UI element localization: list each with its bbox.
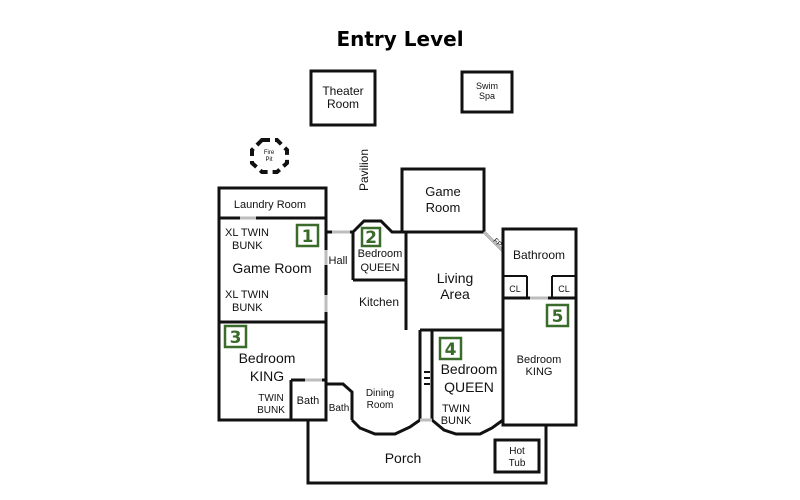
bedroom-number-3: 3 bbox=[230, 328, 242, 348]
bathroom-label: Bathroom bbox=[513, 248, 565, 262]
dining-label-line1: Dining bbox=[366, 388, 394, 399]
living-area-line1: Living bbox=[437, 270, 474, 286]
game-room-left-label: Game Room bbox=[232, 260, 311, 276]
bedroom-badge-4: 4 bbox=[438, 336, 463, 361]
bath-left-label: Bath bbox=[297, 395, 320, 407]
closet-right-label: CL bbox=[558, 284, 570, 294]
porch bbox=[306, 420, 548, 485]
xl-twin-bunk-2-line2: BUNK bbox=[232, 302, 263, 314]
bedroom-3-label-line1: Bedroom bbox=[239, 350, 296, 366]
porch-label: Porch bbox=[385, 450, 422, 466]
dining-label-line2: Room bbox=[367, 400, 394, 411]
fireplace-marker bbox=[482, 230, 505, 253]
bedroom-badge-2: 2 bbox=[360, 226, 382, 248]
bedroom-5-label-line1: Bedroom bbox=[517, 354, 562, 366]
fire-pit-label-line1: Fire bbox=[264, 150, 275, 156]
xl-twin-bunk-1-line1: XL TWIN bbox=[225, 227, 269, 239]
swim-spa: Swim Spa bbox=[460, 70, 514, 114]
bedroom-number-2: 2 bbox=[365, 228, 377, 248]
bath-small-label: Bath bbox=[329, 403, 350, 414]
xl-twin-bunk-2-line1: XL TWIN bbox=[225, 289, 269, 301]
bedroom-4-label-line2: QUEEN bbox=[444, 379, 494, 395]
swim-spa-label-line1: Swim bbox=[476, 81, 498, 91]
fp-label: FP bbox=[491, 237, 503, 249]
laundry-room-label: Laundry Room bbox=[234, 199, 306, 211]
closet-left-label: CL bbox=[509, 284, 521, 294]
twin-bunk-3-line2: BUNK bbox=[257, 405, 285, 416]
swim-spa-label-line2: Spa bbox=[479, 91, 495, 101]
bedroom-4-label-line1: Bedroom bbox=[441, 361, 498, 377]
page-title: Entry Level bbox=[336, 27, 463, 51]
bedroom-4 bbox=[424, 330, 504, 436]
bedroom-number-4: 4 bbox=[445, 340, 457, 360]
hall-label: Hall bbox=[329, 255, 348, 267]
bedroom-3-label-line2: KING bbox=[250, 368, 284, 384]
living-area-line2: Area bbox=[440, 286, 470, 302]
bedroom-number-5: 5 bbox=[552, 307, 564, 327]
bedroom-badge-3: 3 bbox=[223, 324, 248, 349]
game-room-top-line1: Game bbox=[425, 184, 460, 199]
bedroom-5-label-line2: KING bbox=[526, 366, 553, 378]
twin-bunk-4-line2: BUNK bbox=[441, 415, 472, 427]
theater-label-line2: Room bbox=[327, 97, 359, 111]
twin-bunk-4-line1: TWIN bbox=[442, 403, 470, 415]
bedroom-2-label-line2: QUEEN bbox=[360, 262, 399, 274]
kitchen-label: Kitchen bbox=[359, 295, 399, 309]
xl-twin-bunk-1-line2: BUNK bbox=[232, 240, 263, 252]
theater-room: Theater Room bbox=[309, 69, 377, 127]
pavilion-label: Pavilion bbox=[357, 149, 371, 191]
bedroom-number-1: 1 bbox=[302, 227, 314, 247]
fire-pit-label-line2: Pit bbox=[265, 157, 272, 163]
game-room-top-line2: Room bbox=[426, 200, 461, 215]
hot-tub-label-line1: Hot bbox=[509, 446, 525, 457]
fire-pit: Fire Pit bbox=[250, 138, 289, 174]
hot-tub-label-line2: Tub bbox=[509, 458, 526, 469]
bedroom-2-label-line1: Bedroom bbox=[358, 248, 403, 260]
twin-bunk-3-line1: TWIN bbox=[258, 393, 284, 404]
bedroom-badge-5: 5 bbox=[545, 303, 570, 328]
bedroom-badge-1: 1 bbox=[295, 223, 320, 248]
theater-label-line1: Theater bbox=[322, 84, 363, 98]
